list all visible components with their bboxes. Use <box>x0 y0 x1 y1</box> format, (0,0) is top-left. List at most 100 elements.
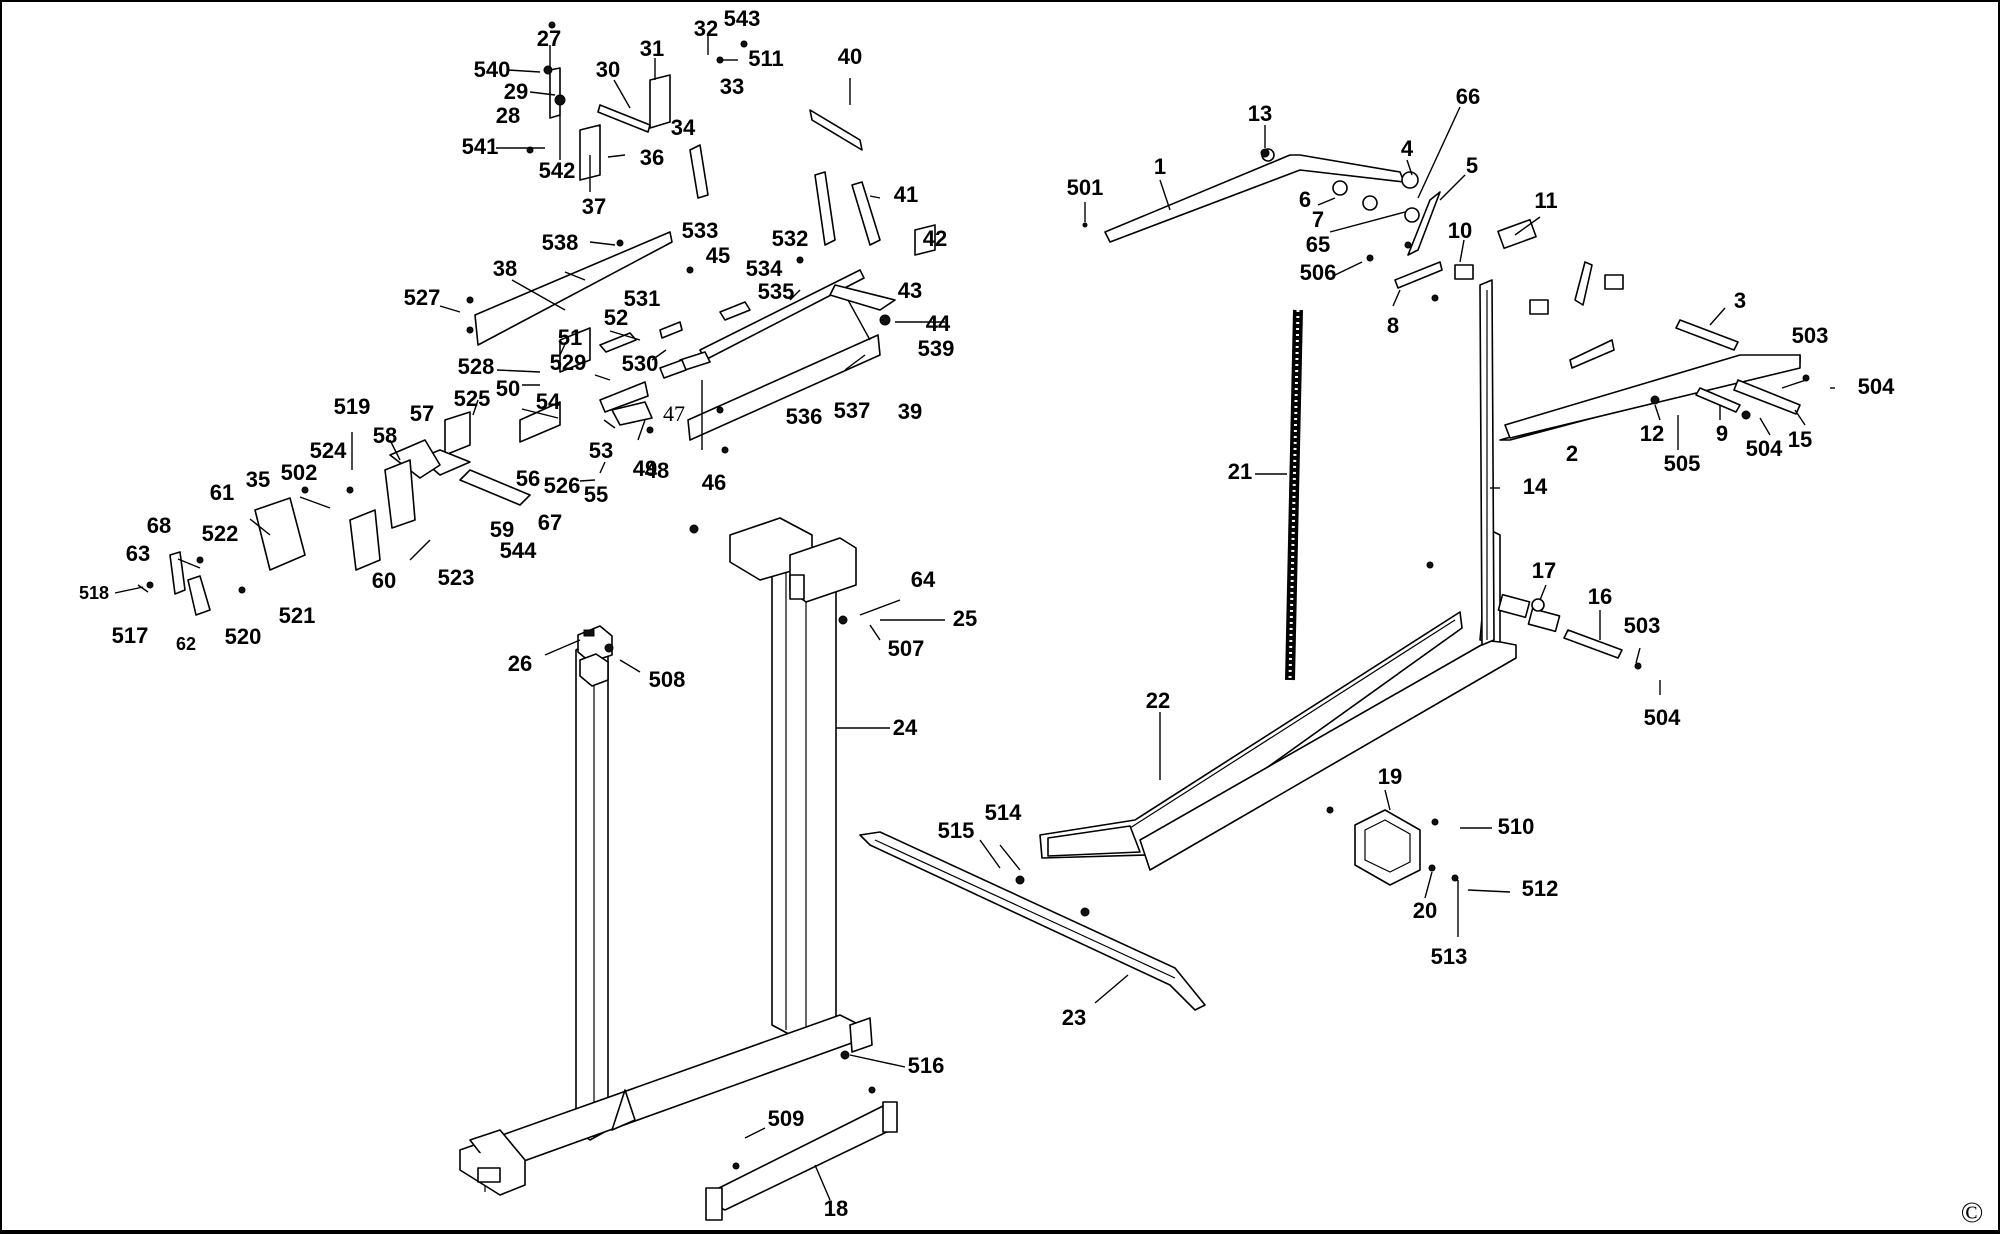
part-label: 19 <box>1378 764 1402 789</box>
part-label: 6 <box>1299 187 1311 212</box>
part-label: 68 <box>147 513 171 538</box>
part-label: 544 <box>500 538 537 563</box>
part-label: 52 <box>604 305 628 330</box>
part-label: 535 <box>758 279 795 304</box>
part-label: 513 <box>1431 944 1468 969</box>
part-label: 64 <box>911 567 936 592</box>
part-label: 45 <box>706 243 730 268</box>
part-label: 539 <box>918 336 955 361</box>
table-arms <box>859 279 1517 1011</box>
part-label: 521 <box>279 603 316 628</box>
part-label: 9 <box>1716 421 1728 446</box>
part-label: 516 <box>908 1053 945 1078</box>
part-label: 44 <box>926 311 951 336</box>
part-label: 5 <box>1466 153 1478 178</box>
part-label: 507 <box>888 636 925 661</box>
part-label: 65 <box>1306 232 1330 257</box>
part-label: 31 <box>640 36 664 61</box>
part-label: 2 <box>1566 441 1578 466</box>
part-label: 508 <box>649 667 686 692</box>
part-label: 503 <box>1624 613 1661 638</box>
part-label: 17 <box>1532 558 1556 583</box>
part-label: 24 <box>893 715 918 740</box>
part-label: 21 <box>1228 459 1252 484</box>
part-label: 42 <box>923 226 947 251</box>
part-label: 54 <box>536 389 561 414</box>
stand-frame <box>459 517 873 1196</box>
part-label: 519 <box>334 394 371 419</box>
part-label: 67 <box>538 510 562 535</box>
part-label: 29 <box>504 79 528 104</box>
part-label: 56 <box>516 466 540 491</box>
part-label: 22 <box>1146 688 1170 713</box>
part-label: 34 <box>671 115 696 140</box>
part-label: 509 <box>768 1106 805 1131</box>
spring <box>1285 309 1303 681</box>
part-label: 506 <box>1300 260 1337 285</box>
part-label: 49 <box>633 456 657 481</box>
part-label: 62 <box>176 634 196 654</box>
part-label: 36 <box>640 145 664 170</box>
part-label: 43 <box>898 278 922 303</box>
part-label: 53 <box>589 438 613 463</box>
part-label: 25 <box>953 606 977 631</box>
part-label: 11 <box>1534 188 1557 213</box>
part-label: 26 <box>508 651 532 676</box>
part-label: 534 <box>746 256 783 281</box>
part-label: 59 <box>490 517 514 542</box>
bracket <box>1354 809 1421 886</box>
part-label: 61 <box>210 480 234 505</box>
part-label: 32 <box>694 16 718 41</box>
part-label: 517 <box>112 623 149 648</box>
part-label: 40 <box>838 44 862 69</box>
part-label: 35 <box>246 467 270 492</box>
part-label: 57 <box>410 401 434 426</box>
part-label: 28 <box>496 103 520 128</box>
part-label: 504 <box>1746 436 1783 461</box>
linkage-arms <box>1104 148 1801 659</box>
part-label: 23 <box>1062 1005 1086 1030</box>
part-label: 47 <box>663 401 685 426</box>
part-label: 538 <box>542 230 579 255</box>
part-label: 15 <box>1788 427 1812 452</box>
part-label: 37 <box>582 194 606 219</box>
part-label: 525 <box>454 386 491 411</box>
part-label: 540 <box>474 57 511 82</box>
part-label: 38 <box>493 256 517 281</box>
part-label: 13 <box>1248 101 1272 126</box>
hardware-fasteners <box>146 21 1810 1170</box>
cross-bar <box>705 1101 898 1221</box>
part-label: 505 <box>1664 451 1701 476</box>
part-label: 522 <box>202 521 239 546</box>
part-label: 30 <box>596 57 620 82</box>
part-label: 39 <box>898 399 922 424</box>
part-label: 530 <box>622 351 659 376</box>
leader-lines <box>114 35 1835 1201</box>
part-label: 511 <box>748 46 784 71</box>
part-label: 7 <box>1312 207 1324 232</box>
part-label: 527 <box>404 285 441 310</box>
part-label: 50 <box>496 376 520 401</box>
part-label: 504 <box>1644 705 1681 730</box>
part-label: 55 <box>584 482 608 507</box>
part-label: 58 <box>373 423 397 448</box>
part-label: 41 <box>894 182 918 207</box>
part-label: 3 <box>1734 288 1746 313</box>
part-label: 515 <box>938 818 975 843</box>
part-label: 510 <box>1498 814 1535 839</box>
part-label: 48 <box>645 458 669 483</box>
part-label: 14 <box>1523 474 1548 499</box>
part-label: 51 <box>558 325 582 350</box>
part-label: 1 <box>1154 154 1166 179</box>
part-label: 531 <box>624 286 661 311</box>
part-label: 10 <box>1448 218 1472 243</box>
part-label: 8 <box>1387 313 1399 338</box>
part-label: 33 <box>720 74 744 99</box>
part-label: 532 <box>772 226 809 251</box>
part-label: 12 <box>1640 421 1664 446</box>
part-label: 533 <box>682 218 719 243</box>
part-label: 541 <box>462 134 499 159</box>
part-label: 18 <box>824 1196 848 1221</box>
